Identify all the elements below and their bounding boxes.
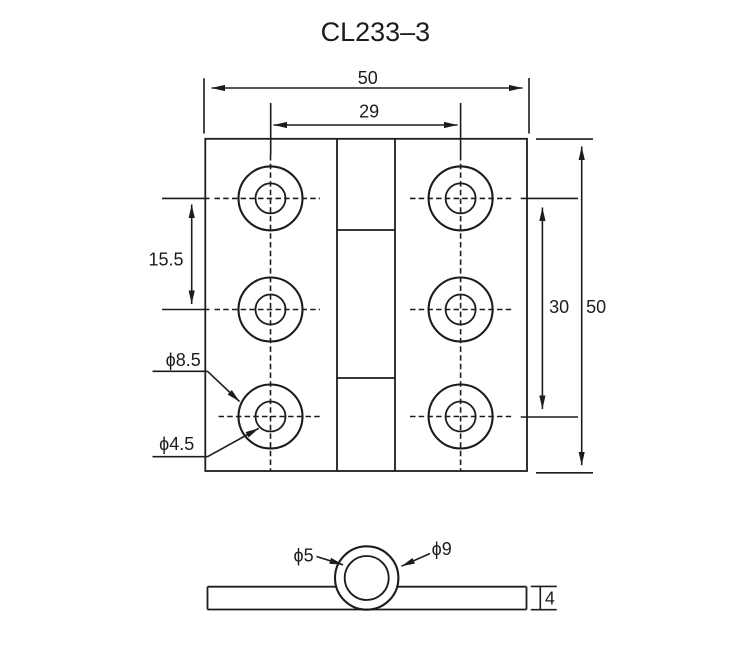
svg-text:30: 30 bbox=[549, 297, 569, 317]
svg-text:50: 50 bbox=[586, 297, 606, 317]
svg-text:15.5: 15.5 bbox=[148, 250, 183, 270]
svg-text:50: 50 bbox=[358, 68, 378, 88]
svg-text:ϕ8.5: ϕ8.5 bbox=[166, 350, 201, 370]
svg-text:ϕ5: ϕ5 bbox=[294, 545, 314, 565]
svg-text:CL233–3: CL233–3 bbox=[321, 17, 431, 47]
svg-text:29: 29 bbox=[359, 102, 379, 122]
svg-text:4: 4 bbox=[545, 589, 555, 609]
svg-text:ϕ9: ϕ9 bbox=[432, 539, 452, 559]
svg-text:ϕ4.5: ϕ4.5 bbox=[159, 434, 194, 454]
